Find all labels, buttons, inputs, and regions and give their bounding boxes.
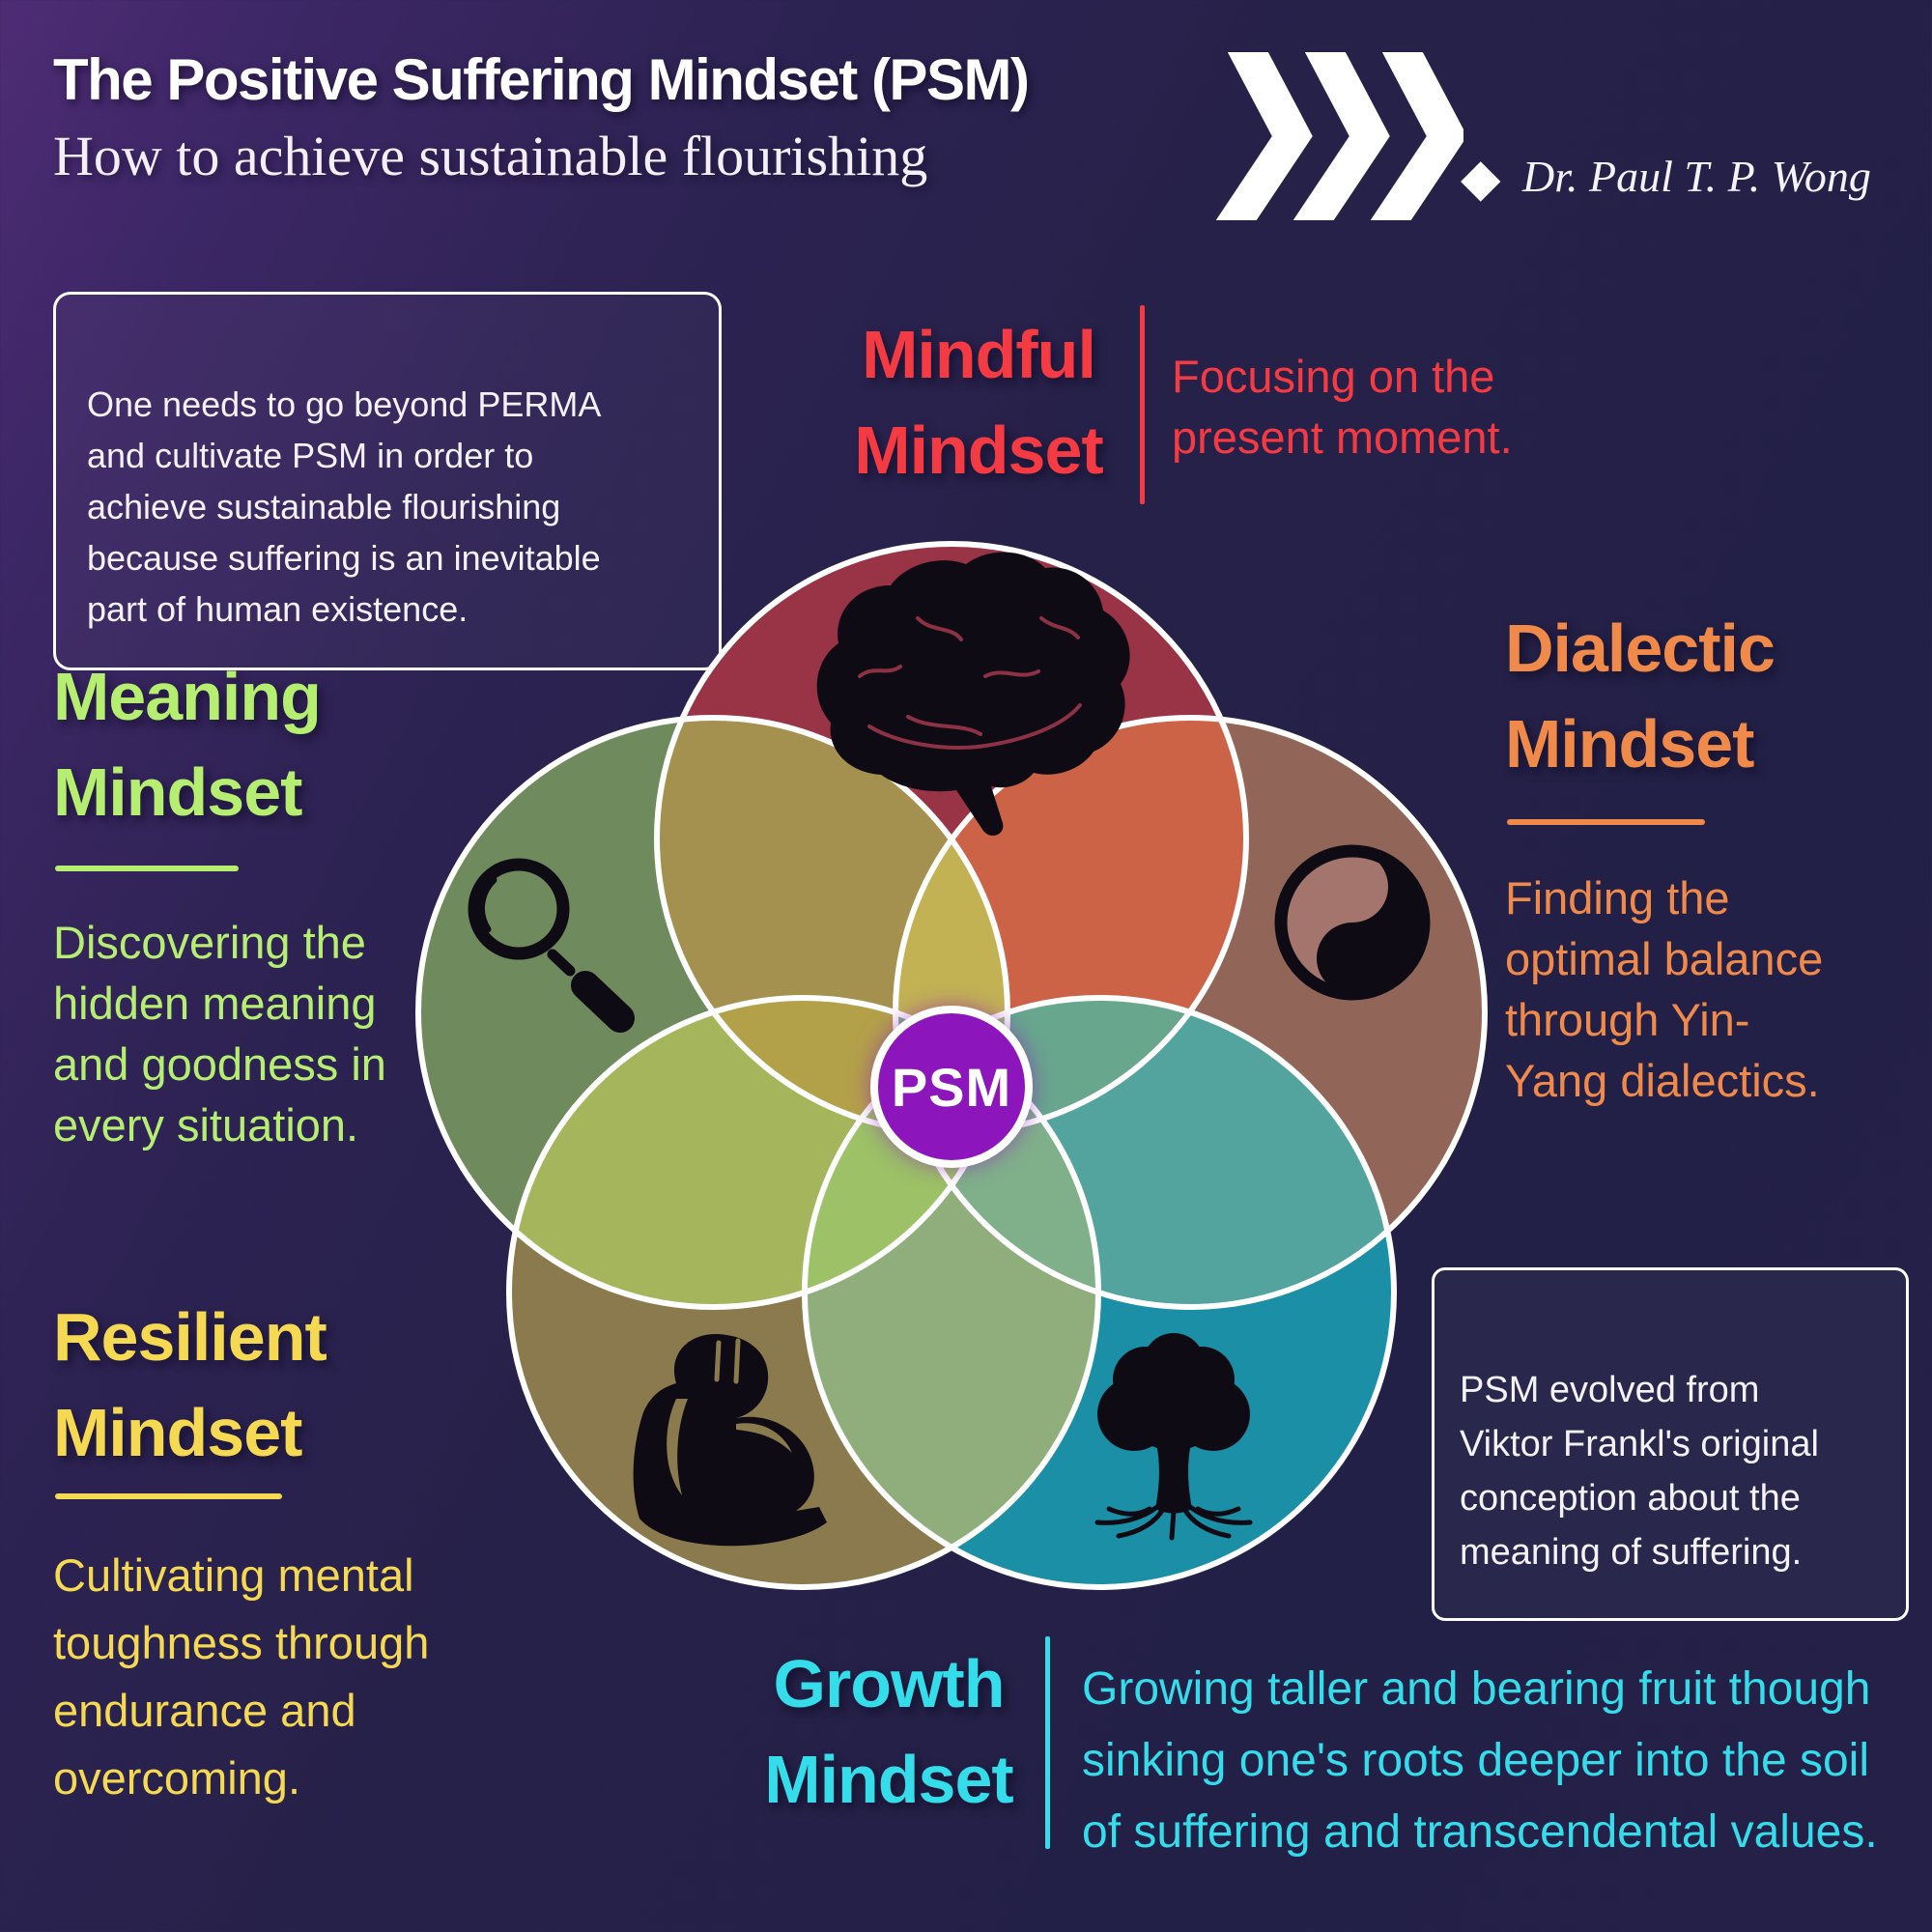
resilient-mindset-title: Resilient Mindset — [53, 1290, 440, 1481]
author-credit: Dr. Paul T. P. Wong — [1522, 152, 1871, 201]
mindful-title-line1: Mindful — [862, 317, 1096, 392]
dialectic-underline — [1507, 819, 1705, 825]
growth-description: Growing taller and bearing fruit though … — [1082, 1663, 1878, 1858]
meaning-underline — [55, 866, 239, 871]
frankl-note-text: PSM evolved from Viktor Frankl's origina… — [1460, 1370, 1819, 1573]
frankl-note-box: PSM evolved from Viktor Frankl's origina… — [1432, 1267, 1909, 1621]
diamond-icon: ◆ — [1461, 149, 1501, 207]
intro-note-text: One needs to go beyond PERMA and cultiva… — [87, 384, 602, 629]
flexed-bicep-icon — [633, 1334, 827, 1547]
dialectic-title-line1: Dialectic — [1505, 611, 1776, 686]
growth-title-line1: Growth — [773, 1646, 1006, 1721]
meaning-title-line1: Meaning — [53, 659, 322, 734]
mindful-divider — [1140, 305, 1145, 504]
resilient-description: Cultivating mental toughness through end… — [53, 1549, 430, 1804]
psm-center-label: PSM — [891, 1056, 1012, 1118]
yin-yang-icon — [1274, 844, 1431, 1001]
psm-center-badge: PSM — [870, 1006, 1033, 1168]
mindful-title-line2: Mindset — [854, 412, 1103, 488]
meaning-title-line2: Mindset — [53, 754, 302, 830]
tree-icon — [1094, 1333, 1253, 1541]
dialectic-description: Finding the optimal balance through Yin-… — [1505, 872, 1824, 1106]
resilient-title-line2: Mindset — [53, 1395, 302, 1470]
growth-divider — [1045, 1636, 1050, 1849]
meaning-description: Discovering the hidden meaning and goodn… — [53, 917, 386, 1151]
page-title: The Positive Suffering Mindset (PSM) — [53, 47, 1030, 112]
venn-outlines — [415, 541, 1488, 1590]
mindful-mindset-title: Mindful Mindset — [834, 307, 1123, 498]
dialectic-title-line2: Mindset — [1505, 706, 1754, 781]
growth-mindset-title: Growth Mindset — [734, 1636, 1043, 1828]
magnifier-icon — [468, 858, 635, 1033]
brain-icon — [816, 552, 1130, 837]
growth-title-line2: Mindset — [764, 1742, 1013, 1817]
chevron-right-icon — [1215, 52, 1463, 220]
dialectic-mindset-title: Dialectic Mindset — [1505, 601, 1833, 792]
resilient-title-line1: Resilient — [53, 1299, 327, 1375]
meaning-mindset-title: Meaning Mindset — [53, 649, 382, 840]
resilient-underline — [55, 1493, 282, 1499]
page-subtitle: How to achieve sustainable flourishing — [53, 125, 928, 187]
intro-note-box: One needs to go beyond PERMA and cultiva… — [53, 292, 722, 670]
mindful-description: Focusing on the present moment. — [1172, 351, 1513, 463]
